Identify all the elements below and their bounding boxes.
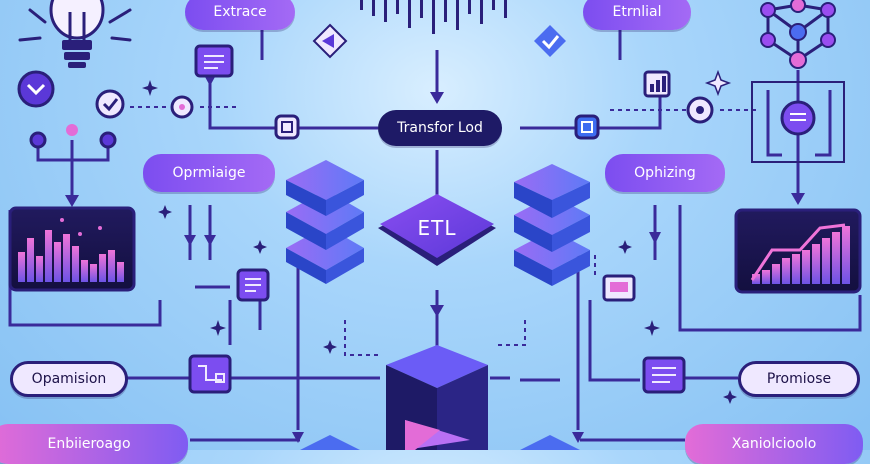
chart-bar — [752, 274, 760, 284]
bar-chart-icon[interactable] — [643, 70, 671, 98]
chart-bar — [782, 258, 790, 284]
optimization-label: Opamision — [31, 371, 107, 387]
chart-bar — [108, 250, 115, 282]
dashed-lines — [130, 106, 760, 356]
layer-stack-left — [286, 160, 364, 284]
external-pill[interactable]: Etrnlial — [583, 0, 691, 30]
promise-label: Promiose — [766, 371, 832, 387]
bottom-left-pill[interactable]: Enbiieroago — [0, 424, 188, 464]
connector-node — [274, 114, 600, 140]
chart-bar — [772, 264, 780, 284]
etl-label: ETL — [417, 216, 457, 240]
promise-pill[interactable]: Promiose — [738, 361, 860, 397]
check-badge-icon[interactable] — [534, 25, 566, 57]
optimization-pill[interactable]: Opamision — [10, 361, 128, 397]
chart-bar — [802, 250, 810, 284]
chart-bar — [27, 238, 34, 282]
chart-bar — [63, 234, 70, 282]
check-icon[interactable] — [95, 89, 125, 119]
chart-bar — [81, 260, 88, 282]
node-dot — [686, 96, 714, 124]
line-chart-panel-right — [734, 208, 862, 294]
flow-icon[interactable] — [188, 354, 232, 394]
chart-bar — [762, 270, 770, 284]
chart-bar — [117, 262, 124, 282]
bar-chart-panel-left — [8, 206, 136, 292]
chart-bar — [54, 242, 61, 282]
chart-bar — [812, 244, 820, 284]
chart-bar — [792, 254, 800, 284]
transform-load-label: Transfor Lod — [397, 120, 483, 136]
bottom-right-label: Xaniolcioolo — [731, 436, 817, 452]
network-icon — [760, 0, 836, 69]
dot-grid — [360, 0, 507, 34]
optimizing-left-label: Oprmiaige — [172, 165, 246, 181]
sparkle-icon — [142, 69, 737, 404]
document-icon[interactable] — [194, 44, 234, 78]
chart-bar — [90, 264, 97, 282]
lightbulb-icon — [18, 0, 132, 68]
chart-bar — [18, 252, 25, 282]
document-icon[interactable] — [642, 356, 686, 394]
bottom-diamonds — [300, 435, 580, 450]
extract-pill[interactable]: Extrace — [185, 0, 295, 30]
chart-bar — [832, 232, 840, 284]
chart-bar — [45, 230, 52, 282]
chart-bar — [36, 256, 43, 282]
chevron-down-icon[interactable] — [17, 70, 55, 108]
layer-stack-right — [514, 164, 590, 286]
bottom-right-pill[interactable]: Xaniolcioolo — [685, 424, 863, 464]
etl-hub[interactable] — [378, 194, 496, 266]
inbox-icon[interactable] — [602, 274, 636, 302]
chart-bar — [99, 254, 106, 282]
bottom-left-label: Enbiieroago — [47, 436, 131, 452]
output-cube[interactable] — [386, 345, 488, 450]
swap-icon[interactable] — [312, 23, 348, 59]
etl-diagram — [8, 0, 862, 450]
optimizing-right-pill[interactable]: Ophizing — [605, 154, 725, 192]
chart-bar — [822, 238, 830, 284]
document-icon[interactable] — [236, 268, 270, 302]
external-label: Etrnlial — [612, 4, 662, 20]
transform-load-pill[interactable]: Transfor Lod — [378, 110, 502, 146]
link-icon — [170, 95, 194, 119]
optimizing-right-label: Ophizing — [634, 165, 696, 181]
optimizing-left-pill[interactable]: Oprmiaige — [143, 154, 275, 192]
node-dot — [29, 124, 117, 149]
extract-label: Extrace — [213, 4, 267, 20]
database-icon[interactable] — [751, 81, 845, 163]
chart-bar — [72, 246, 79, 282]
chart-bar — [842, 226, 850, 284]
